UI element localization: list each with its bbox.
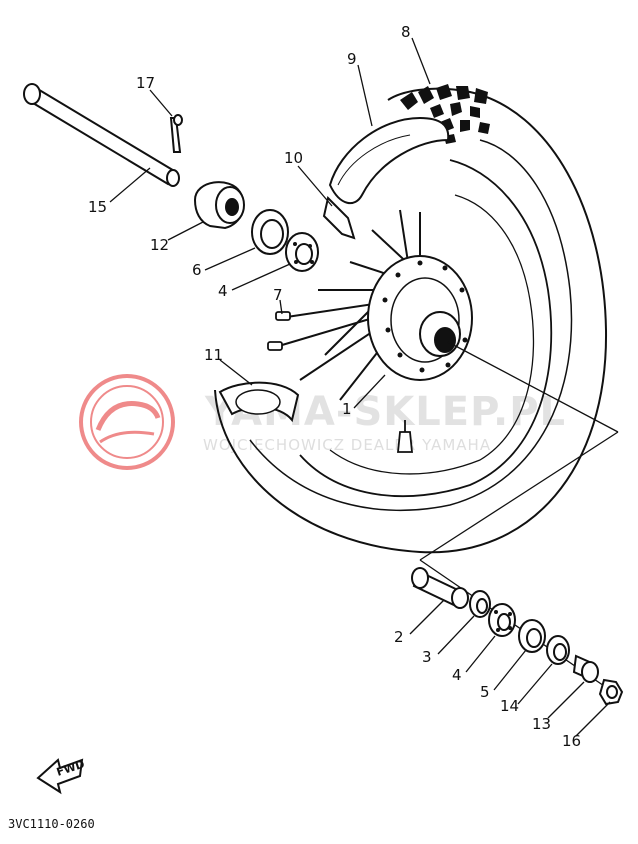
collar-right [546,635,570,665]
spacer-collar [411,567,469,609]
callouts: 8 9 17 10 15 12 6 4 7 11 1 2 3 4 5 14 13… [88,23,581,750]
callout-9: 9 [347,50,357,68]
watermark-subtext: WOJCIECHOWICZ DEALER YAMAHA [203,436,491,454]
rim-band [322,196,356,240]
callout-7: 7 [273,286,283,304]
callout-2: 2 [394,628,404,646]
callout-4-left: 4 [218,282,228,300]
axle-collar [572,654,599,683]
bearing-left [285,232,319,272]
callout-14: 14 [500,697,519,715]
callout-13: 13 [532,715,551,733]
valve-stem [397,420,413,453]
front-wheel-axle [23,83,180,187]
leader-lines [109,37,611,737]
inner-tube [328,116,450,205]
callout-16: 16 [562,732,581,750]
callout-11: 11 [204,346,223,364]
tire-outline [214,87,608,554]
tube-interior [337,134,411,186]
cotter-pin [169,114,183,153]
callout-6: 6 [192,261,202,279]
wheel [214,84,608,554]
meter-gear-unit [193,181,245,230]
right-parts [411,567,624,706]
callout-12: 12 [150,236,169,254]
callout-8: 8 [401,23,411,41]
callout-17: 17 [136,74,155,92]
watermark-logo [79,374,175,470]
oil-seal-left [251,209,289,255]
callout-1: 1 [342,400,352,418]
tire-tread [400,84,490,144]
spoke-nipples [267,311,291,351]
callout-4-right: 4 [452,666,462,684]
oil-seal-right [518,619,546,653]
hub-holes [382,260,468,373]
diagram-code: 3VC1110-0260 [8,817,95,831]
rim-inner [329,194,535,475]
callout-10: 10 [284,149,303,167]
callout-5: 5 [480,683,490,701]
spacer-flange [469,590,491,618]
axle-nut [598,678,624,706]
rim-band-section [218,381,300,423]
rim-outer [299,159,553,498]
callout-3: 3 [422,648,432,666]
left-parts [23,83,319,272]
watermark: YAMA-SKLEP.PL WOJCIECHOWICZ DEALER YAMAH… [79,374,565,470]
fwd-arrow: FWD [36,758,86,795]
bearing-right [488,603,516,637]
callout-15: 15 [88,198,107,216]
hub [367,255,473,381]
tire-inner-edge [249,139,573,512]
